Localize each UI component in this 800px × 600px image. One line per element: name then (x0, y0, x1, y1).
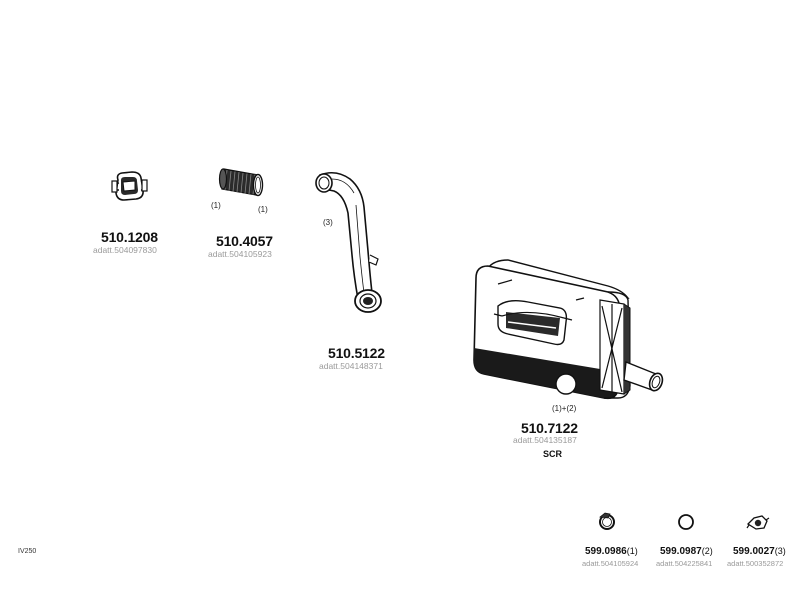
accessory-code-599-0987: 599.0987(2) (660, 546, 713, 557)
part-adatt-510-5122: adatt.504148371 (319, 361, 383, 371)
accessory-adatt-599-0027: adatt.500352872 (727, 559, 784, 568)
accessory-adatt-599-0987: adatt.504225841 (656, 559, 713, 568)
part-note-510-7122: (1)+(2) (552, 404, 577, 413)
accessory-adatt-599-0986: adatt.504105924 (582, 559, 639, 568)
part-adatt-510-4057: adatt.504105923 (208, 249, 272, 259)
part-note-510-5122: (3) (323, 218, 333, 227)
accessory-qty: (2) (701, 546, 713, 556)
hose-clamp-icon (599, 512, 615, 530)
gasket-ring-icon (678, 514, 694, 530)
part-adatt-510-7122: adatt.504135187 (513, 435, 577, 445)
accessory-qty: (3) (774, 546, 786, 556)
model-label: IV250 (18, 548, 37, 555)
muffler-icon (473, 259, 664, 400)
clamp-icon (111, 171, 148, 201)
part-code-510-5122: 510.5122 (328, 345, 385, 361)
accessory-code-599-0986: 599.0986(1) (585, 546, 638, 557)
part-note-510-4057-a: (1) (211, 201, 221, 210)
accessory-code: 599.0987 (660, 546, 702, 557)
part-code-510-4057: 510.4057 (216, 233, 273, 249)
flex-pipe-icon (218, 168, 264, 197)
accessory-code: 599.0986 (585, 546, 627, 557)
accessory-qty: (1) (626, 546, 638, 556)
part-sub-label-scr: SCR (543, 449, 563, 459)
mounting-bracket-icon (746, 515, 770, 530)
part-note-510-4057-b: (1) (258, 205, 268, 214)
accessory-code: 599.0027 (733, 546, 775, 557)
bent-pipe-icon (315, 171, 382, 313)
part-code-510-7122: 510.7122 (521, 420, 578, 436)
accessory-code-599-0027: 599.0027(3) (733, 546, 786, 557)
part-adatt-510-1208: adatt.504097830 (93, 245, 157, 255)
part-code-510-1208: 510.1208 (101, 229, 158, 245)
